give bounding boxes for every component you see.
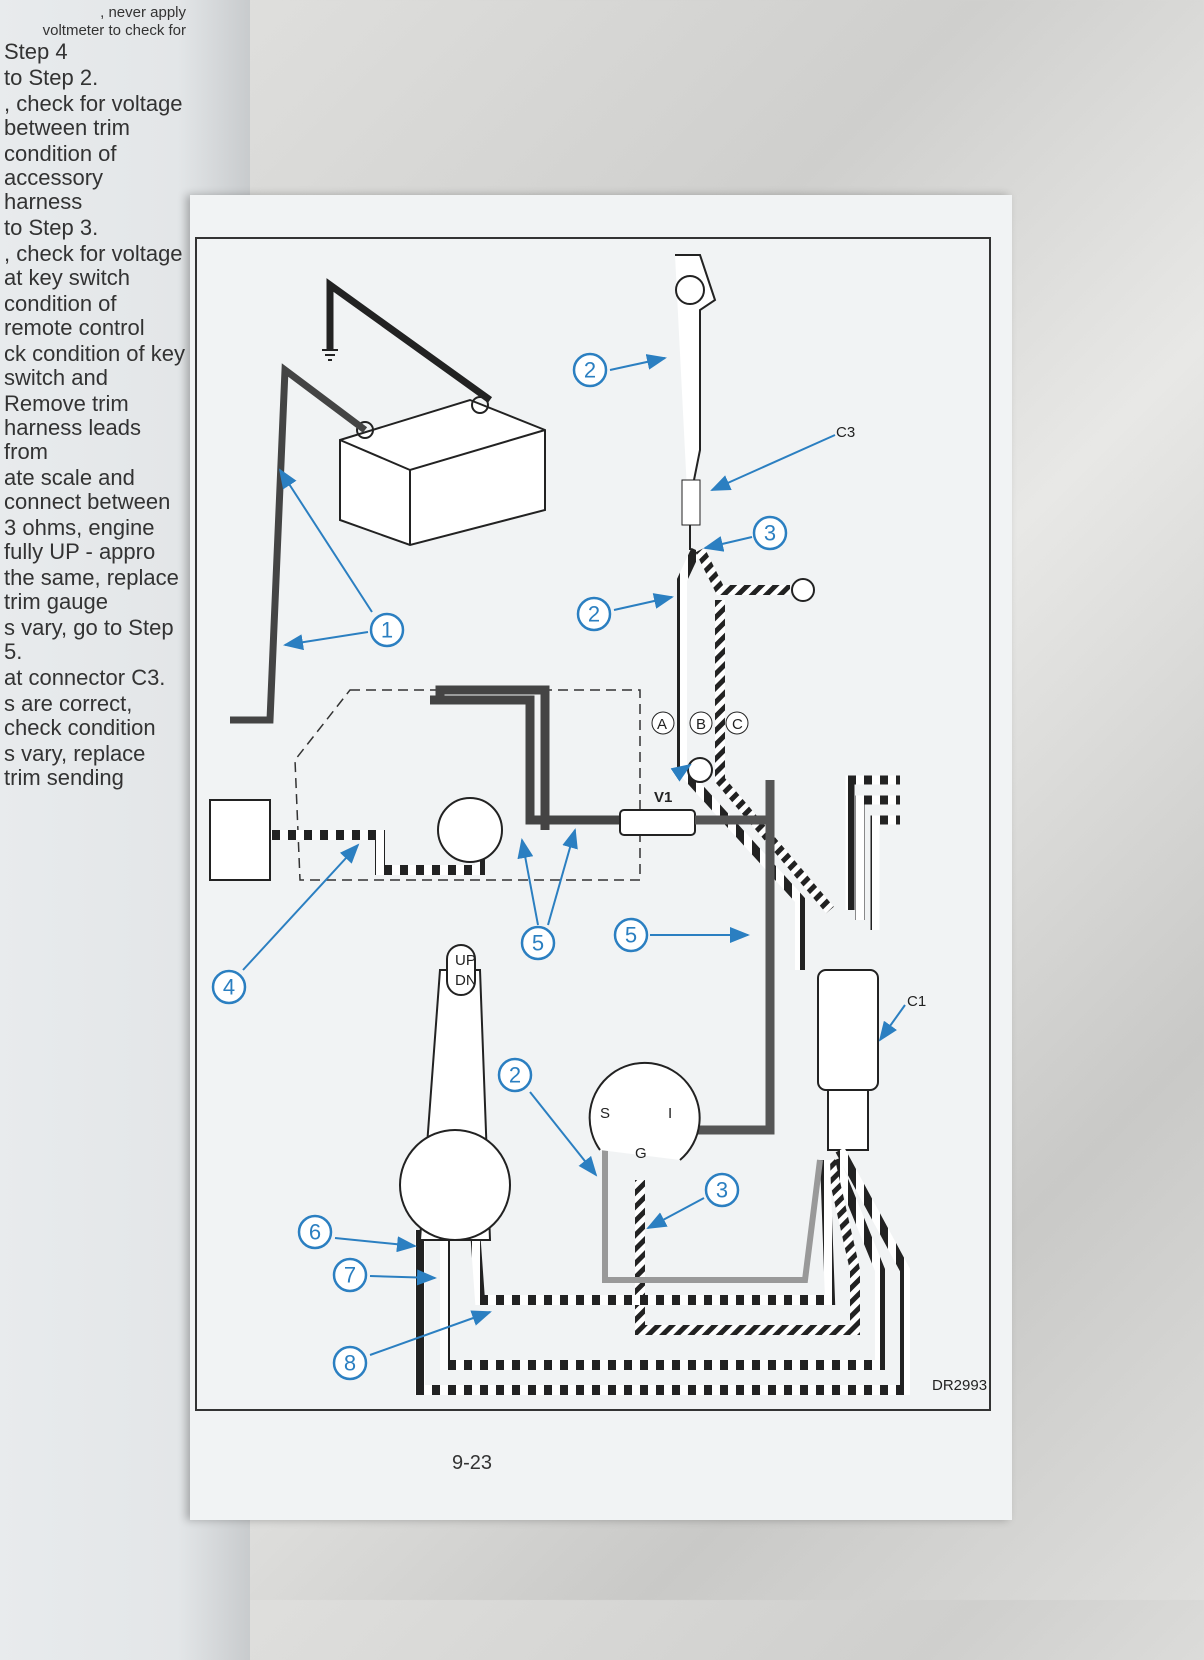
switch-up-label: UP (455, 952, 476, 969)
positive-cable (230, 363, 368, 724)
pin-labels (651, 711, 749, 735)
connector-v1 (619, 809, 696, 836)
callout-1: 1 (369, 612, 405, 648)
text-line: ate scale and connect between (4, 465, 171, 514)
text-line: 3 ohms, engine fully UP - appro (4, 515, 156, 564)
svg-text:4: 4 (223, 975, 235, 1000)
svg-text:5: 5 (625, 923, 637, 948)
c3-label: C3 (836, 424, 855, 441)
v1-label: V1 (654, 789, 672, 806)
callout-3-bottom: 3 (704, 1172, 740, 1208)
svg-text:5: 5 (532, 931, 544, 956)
left-page-text: , never apply voltmeter to check for Ste… (4, 4, 186, 792)
pin-a: A (657, 716, 667, 733)
text-line: condition of accessory harness (4, 141, 117, 214)
text-line: , check for voltage between trim (4, 91, 183, 140)
battery (322, 278, 546, 547)
svg-text:3: 3 (764, 521, 776, 546)
terminal-s: S (600, 1105, 610, 1122)
pin-c: C (732, 716, 743, 733)
svg-text:7: 7 (344, 1263, 356, 1288)
svg-text:2: 2 (584, 358, 596, 383)
terminal-i: I (668, 1105, 672, 1122)
drawing-id: DR2993 (932, 1377, 987, 1394)
diagram-frame (195, 237, 991, 1411)
callout-7: 7 (332, 1257, 368, 1293)
text-line: to Step 3. (4, 215, 99, 240)
callout-5-left: 5 (520, 925, 556, 961)
svg-text:2: 2 (509, 1063, 521, 1088)
trim-sender (209, 799, 271, 881)
text-line: at connector C3. (4, 665, 166, 690)
pin-b: B (696, 716, 706, 733)
callout-3-top: 3 (752, 515, 788, 551)
callout-8: 8 (332, 1345, 368, 1381)
text-line: to Step 2. (4, 65, 99, 90)
text-line: Step 4 (4, 39, 68, 64)
svg-text:8: 8 (344, 1351, 356, 1376)
callout-2-bottom: 2 (497, 1057, 533, 1093)
svg-text:6: 6 (309, 1220, 321, 1245)
callout-5-right: 5 (613, 917, 649, 953)
svg-text:2: 2 (588, 602, 600, 627)
terminal-g: G (635, 1145, 647, 1162)
text-line: the same, replace trim gauge (4, 565, 179, 614)
text-line: condition of remote control (4, 291, 145, 340)
svg-text:1: 1 (381, 618, 393, 643)
text-line: Remove trim harness leads from (4, 391, 141, 464)
text-line: s are correct, check condition (4, 691, 156, 740)
harness-c3 (675, 254, 900, 970)
trim-switch (399, 944, 511, 1241)
text-fragment-top: voltmeter to check for (42, 22, 186, 39)
callout-arrows (242, 354, 906, 1356)
text-line: s vary, replace trim sending (4, 741, 146, 790)
svg-text:3: 3 (716, 1178, 728, 1203)
wiring-diagram: UP DN S G I 2 3 2 1 5 5 4 2 3 6 7 8 A B … (195, 237, 991, 1411)
connector-c1 (817, 969, 879, 1151)
text-line: , check for voltage at key switch (4, 241, 183, 290)
callout-4: 4 (211, 969, 247, 1005)
page-number: 9-23 (452, 1452, 493, 1474)
text-line: s vary, go to Step 5. (4, 615, 174, 664)
text-fragment-top: , never apply (100, 4, 186, 21)
text-line: ck condition of key switch and (4, 341, 185, 390)
c1-label: C1 (907, 993, 926, 1010)
control-outline (294, 689, 641, 881)
key-switch (437, 797, 503, 863)
switch-dn-label: DN (455, 972, 477, 989)
gauge-lead (670, 780, 775, 1135)
callout-6: 6 (297, 1214, 333, 1250)
trim-gauge (588, 1061, 701, 1161)
callout-2-mid: 2 (576, 596, 612, 632)
callout-2-top: 2 (572, 352, 608, 388)
